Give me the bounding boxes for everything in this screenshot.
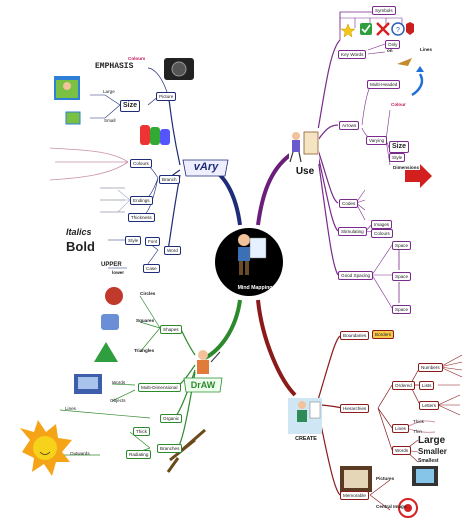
draw-branch-label: DrAW bbox=[190, 380, 216, 390]
good-spacing-node: Good Spacing bbox=[338, 271, 374, 280]
space-node-1: Space bbox=[392, 241, 412, 250]
size-node: Size bbox=[120, 100, 141, 112]
lines-label: Lines bbox=[420, 47, 432, 52]
italics-label: Italics bbox=[66, 227, 92, 237]
lists-node: Lists bbox=[419, 381, 435, 390]
smallest-label: Smallest bbox=[418, 458, 439, 464]
pictures-label: Pictures bbox=[376, 476, 395, 481]
multi-headed-node: Multi-Headed bbox=[367, 80, 401, 89]
size-small-label: Small bbox=[104, 118, 116, 123]
on-label: on bbox=[387, 48, 393, 53]
borders-node: Borders bbox=[372, 330, 395, 339]
use-size-node: Size bbox=[389, 141, 410, 153]
outwards-label: Outwards bbox=[70, 451, 90, 456]
branch-node: Branch bbox=[159, 175, 180, 184]
central-title: Mind Mapping bbox=[237, 285, 273, 291]
central-image-label: Central Image bbox=[376, 504, 407, 509]
use-style-node: Style bbox=[389, 153, 406, 162]
picture-node: Picture bbox=[156, 92, 177, 101]
colour-label: Colour bbox=[391, 102, 406, 107]
branches-node: Branches bbox=[157, 444, 183, 453]
objects-label: Objects bbox=[110, 398, 126, 403]
create-figure-image bbox=[288, 398, 322, 434]
create-lines-node: Lines bbox=[392, 424, 409, 433]
space-node-3: Space bbox=[392, 305, 412, 314]
stimulating-node: Stimulating bbox=[338, 227, 367, 236]
lines-draw-label: Lines bbox=[65, 406, 76, 411]
lower-case-label: lower bbox=[112, 270, 124, 275]
create-words-node: Words bbox=[392, 446, 412, 455]
symbols-node: Symbols bbox=[372, 6, 396, 15]
space-node-2: Space bbox=[392, 272, 412, 281]
use-colours-node: Colours bbox=[371, 229, 393, 238]
colours-node: Colours bbox=[130, 159, 152, 168]
radiating-node: Radiating bbox=[126, 450, 152, 459]
numbers-node: Numbers bbox=[418, 363, 443, 372]
draw-figure-image bbox=[197, 350, 221, 374]
shapes-node: Shapes bbox=[160, 325, 182, 334]
thick-label: Thick bbox=[413, 419, 424, 424]
arrows-node: Arrows bbox=[339, 121, 360, 130]
organic-node: Organic bbox=[160, 414, 183, 423]
large-label: Large bbox=[418, 435, 446, 446]
varying-node: Varying bbox=[366, 136, 388, 145]
only-node: Only bbox=[385, 40, 401, 49]
emphasis-colours-label: Colours bbox=[128, 56, 146, 61]
emphasis-label: EMPHASIS bbox=[95, 62, 134, 71]
word-node: Word bbox=[164, 246, 181, 255]
size-large-label: Large bbox=[103, 89, 115, 94]
images-node: Images bbox=[371, 220, 393, 229]
squares-label: Squares bbox=[136, 318, 155, 323]
triangles-label: Triangles bbox=[134, 348, 155, 353]
dimensions-label: Dimensions bbox=[393, 165, 420, 170]
letters-node: Letters bbox=[419, 401, 440, 410]
hierarchies-node: Hierarchies bbox=[340, 404, 370, 413]
font-node: Font bbox=[145, 237, 161, 246]
codes-node: Codes bbox=[339, 199, 359, 208]
upper-case-label: UPPER bbox=[101, 262, 122, 268]
use-branch-label: Use bbox=[295, 166, 315, 177]
bold-label: Bold bbox=[66, 239, 95, 254]
create-branch-label: CREATE bbox=[295, 436, 317, 442]
style-node: Style bbox=[125, 236, 142, 245]
endings-node: Endings bbox=[130, 196, 153, 205]
svg-text:?: ? bbox=[396, 27, 400, 34]
words-label: Words bbox=[112, 380, 126, 385]
case-node: Case bbox=[143, 264, 160, 273]
thin-label: Thin bbox=[413, 429, 422, 434]
key-words-node: Key Words bbox=[338, 50, 367, 59]
vary-branch-label: vAry bbox=[193, 161, 219, 173]
multi-dimensional-node: Multi-Dimensional bbox=[138, 383, 181, 392]
thickness-node: Thickness bbox=[128, 213, 155, 222]
symbol-icons: ? bbox=[340, 22, 414, 38]
thick-node: Thick bbox=[133, 427, 150, 436]
painter-image bbox=[289, 128, 319, 164]
ordered-node: Ordered bbox=[392, 381, 415, 390]
boundaries-node: Boundaries bbox=[340, 331, 370, 340]
smaller-label: Smaller bbox=[418, 447, 447, 456]
memorable-node: Memorable bbox=[340, 491, 369, 500]
circles-label: Circles bbox=[140, 291, 156, 296]
